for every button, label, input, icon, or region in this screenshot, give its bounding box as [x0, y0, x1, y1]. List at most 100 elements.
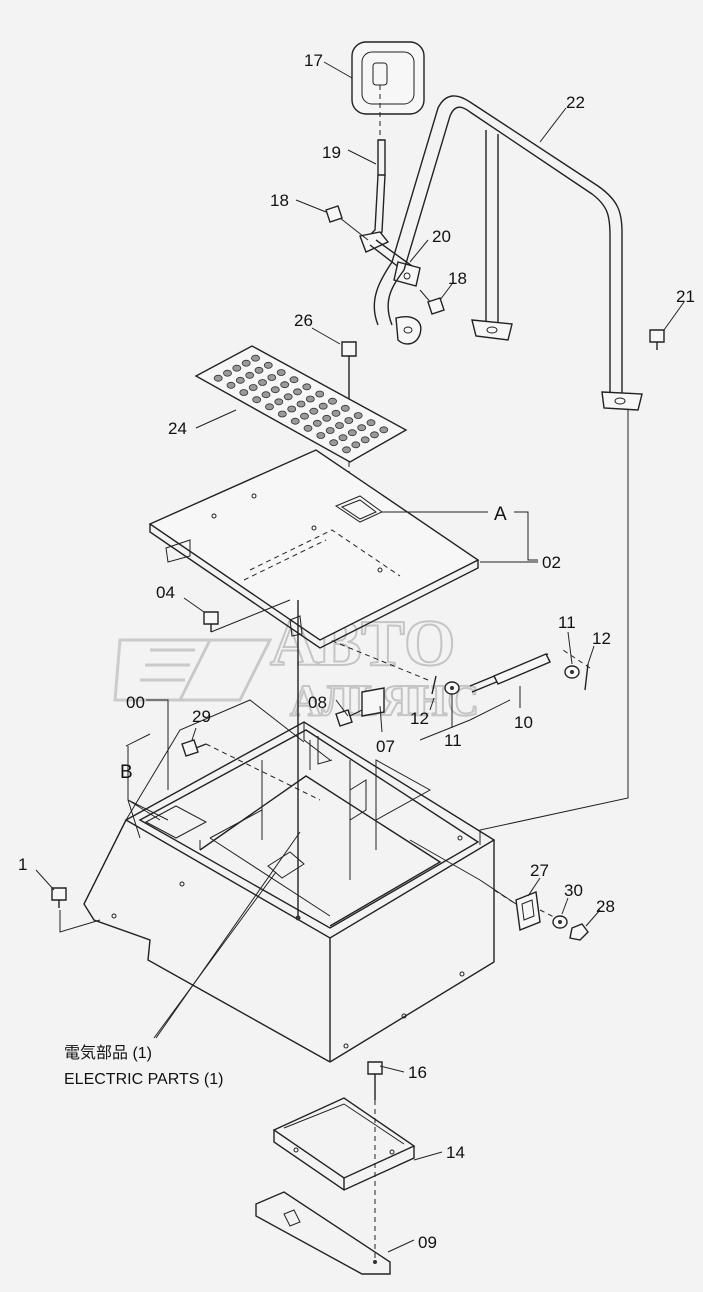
watermark-logo-icon: [113, 638, 273, 702]
callout-30: 30: [564, 881, 583, 900]
callout-26: 26: [294, 311, 313, 330]
perforation-hole: [290, 417, 300, 425]
perforation-hole: [357, 424, 367, 432]
perforation-hole: [226, 381, 236, 389]
handrail-part: [373, 95, 643, 845]
perforation-hole: [277, 410, 287, 418]
callout-a: A: [494, 504, 507, 525]
perforation-hole: [342, 446, 351, 454]
callout-21: 21: [676, 287, 695, 306]
perforation-hole: [287, 405, 297, 413]
bolt-08-part: [335, 687, 385, 727]
callout-02: 02: [542, 553, 561, 572]
caption-jp: 電気部品 (1): [64, 1044, 152, 1062]
callout-09: 09: [418, 1233, 437, 1252]
callout-24: 24: [168, 419, 187, 438]
bracket-part: [393, 261, 421, 287]
perforation-hole: [241, 359, 251, 367]
callout-19: 19: [322, 143, 341, 162]
perforation-hole: [293, 388, 302, 396]
perforation-hole: [316, 432, 326, 439]
bolt-21-part: [649, 329, 665, 350]
perforation-hole: [265, 403, 274, 411]
perforation-hole: [232, 364, 242, 372]
perforation-hole: [248, 384, 258, 391]
perforation-hole: [270, 386, 280, 394]
perforation-hole: [338, 434, 348, 442]
perforation-hole: [258, 379, 267, 386]
callout-18-upper: 18: [270, 191, 289, 210]
detail-00-leader: [125, 720, 169, 790]
perforation-hole: [223, 369, 232, 377]
perforation-hole: [325, 427, 335, 434]
perforation-hole: [344, 417, 354, 424]
perforation-hole: [289, 376, 299, 384]
perforation-hole: [315, 390, 325, 398]
callout-08: 08: [308, 693, 327, 712]
callout-12-left: 12: [410, 709, 429, 728]
perforation-hole: [254, 366, 264, 374]
bracket-07-part: [361, 687, 385, 717]
bolt-29-part: [181, 739, 321, 801]
perforation-hole: [276, 369, 286, 376]
tray-assembly: [255, 1061, 416, 1275]
perforation-hole: [296, 400, 306, 408]
callout-12-right: 12: [592, 629, 611, 648]
perforation-hole: [213, 374, 223, 382]
callout-22: 22: [566, 93, 585, 112]
callout-29: 29: [192, 707, 211, 726]
callout-04: 04: [156, 583, 175, 602]
perforation-hole: [274, 398, 284, 406]
perforation-hole: [300, 412, 309, 420]
perforation-hole: [340, 404, 350, 412]
perforation-hole: [329, 439, 339, 447]
callout-14: 14: [446, 1143, 465, 1162]
callout-b: B: [120, 762, 133, 783]
callout-16: 16: [408, 1063, 427, 1082]
perforation-hole: [328, 397, 337, 405]
nut-28-part: [569, 923, 589, 941]
perforation-hole: [331, 409, 341, 417]
callout-00: 00: [126, 693, 145, 712]
perforation-hole: [309, 407, 319, 415]
perforation-hole: [366, 419, 376, 427]
perforation-hole: [239, 389, 249, 396]
callout-11-left: 11: [444, 731, 462, 750]
perforation-hole: [303, 424, 313, 432]
mirror-stay-part: [377, 139, 386, 176]
perforation-hole: [312, 419, 322, 427]
perforation-hole: [280, 381, 290, 389]
callout-20: 20: [432, 227, 451, 246]
perforation-hole: [347, 429, 357, 437]
perforation-hole: [267, 374, 277, 381]
perforation-hole: [353, 412, 363, 419]
perforation-hole: [335, 422, 344, 429]
callout-leaders: [35, 61, 685, 1253]
box-body-part: [83, 600, 496, 1063]
callout-18-lower: 18: [448, 269, 467, 288]
perforation-hole: [302, 383, 312, 391]
perforation-hole: [360, 436, 370, 444]
step-plate-part: [194, 345, 408, 463]
lock-27-part: [409, 839, 589, 941]
perforation-hole: [251, 354, 260, 362]
perforation-hole: [379, 426, 389, 434]
gas-stay-part: [329, 639, 591, 741]
callout-1: 1: [18, 855, 27, 874]
bolt-04-part: [203, 599, 291, 633]
perforation-hole: [283, 393, 293, 401]
perforation-hole: [235, 376, 245, 384]
callout-27: 27: [530, 861, 549, 880]
perforation-hole: [245, 371, 255, 379]
callout-10: 10: [514, 713, 533, 732]
perforation-hole: [370, 431, 379, 439]
perforation-hole: [305, 395, 315, 403]
callout-28: 28: [596, 897, 615, 916]
perforation-hole: [322, 414, 332, 422]
caption-en: ELECTRIC PARTS (1): [64, 1071, 223, 1088]
callout-11-right: 11: [558, 613, 576, 632]
electric-leader-1: [153, 871, 277, 1039]
cover-part: [148, 449, 480, 649]
detail-b-leader: [127, 746, 169, 839]
callout-07: 07: [376, 737, 395, 756]
